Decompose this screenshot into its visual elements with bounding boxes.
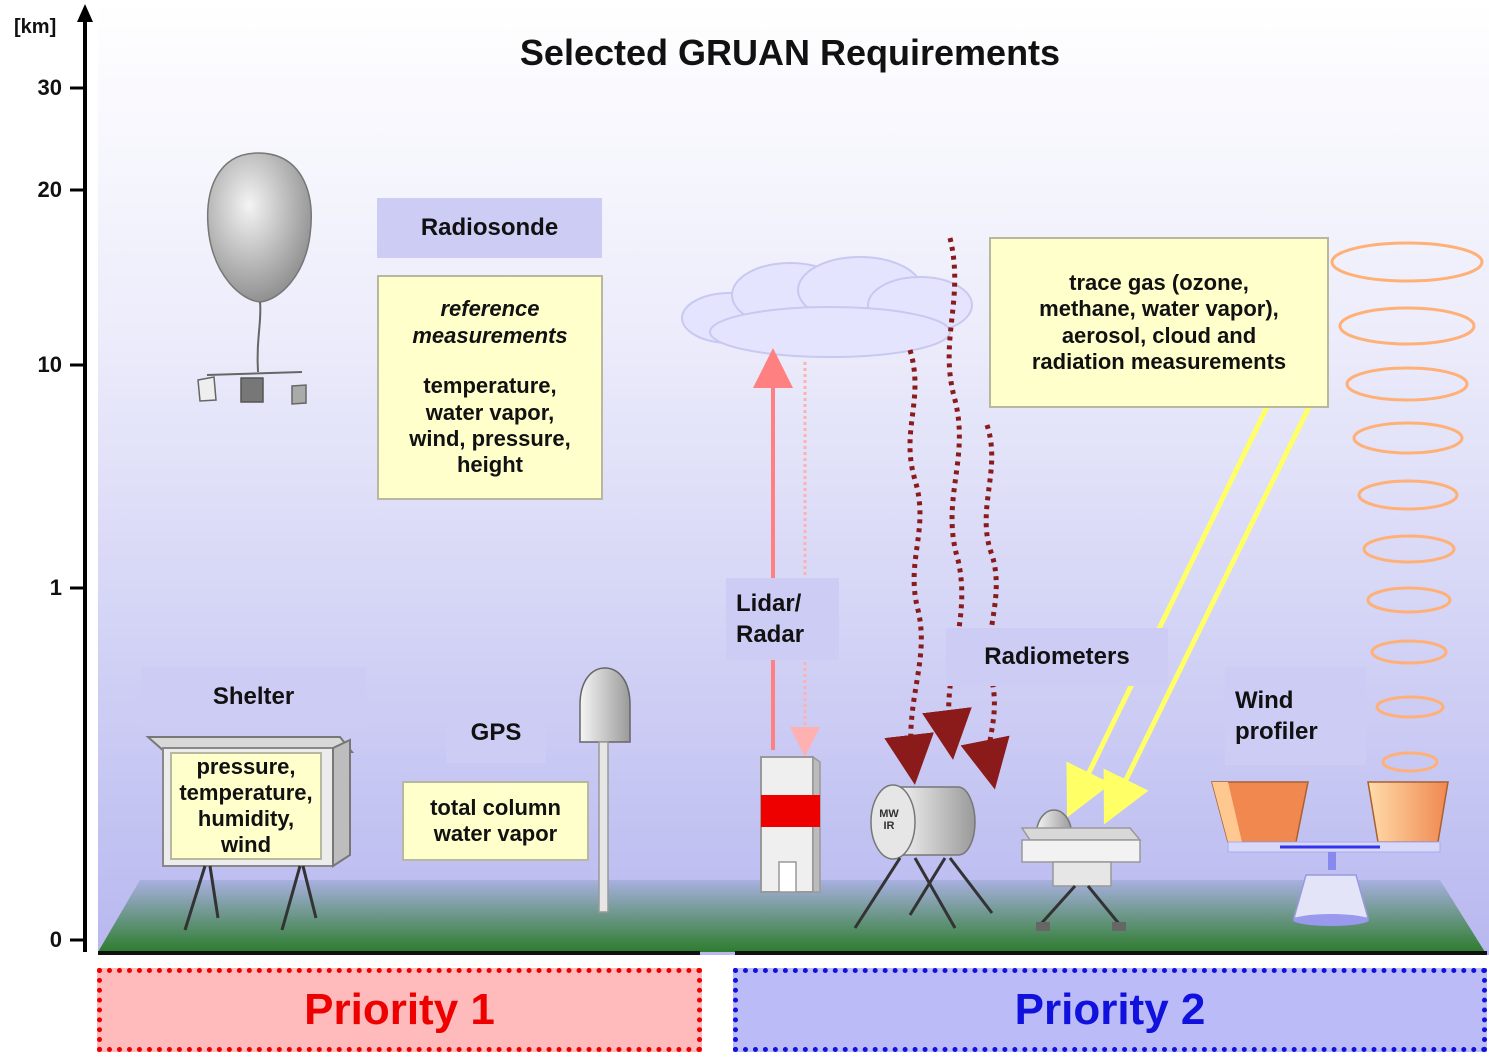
radiosonde-emphasis: reference measurements — [412, 296, 568, 348]
radiation-arrow-3 — [960, 424, 1010, 790]
axis-unit-label: [km] — [14, 16, 57, 38]
wind-profiler-rings — [1330, 241, 1484, 773]
mw-ir-label: MW IR — [879, 808, 899, 833]
tick-label-30: 30 — [37, 75, 62, 100]
tick-label-0: 0 — [49, 927, 62, 952]
radiosonde-balloon — [197, 152, 312, 405]
priority-1-banner: Priority 1 — [97, 968, 702, 1052]
radiometer-instrument — [853, 784, 994, 929]
shelter-label: Shelter — [141, 667, 366, 727]
shelter-details-box: pressure, temperature, humidity, wind — [170, 752, 322, 860]
radiation-arrow-2 — [922, 237, 972, 760]
y-axis-arrow — [77, 4, 93, 22]
solar-ray-2 — [1103, 403, 1313, 825]
wind-profiler-antenna — [1211, 781, 1449, 926]
priority-2-banner: Priority 2 — [733, 968, 1487, 1052]
radiosonde-details-box: reference measurements temperature, wate… — [377, 275, 603, 500]
gps-label: GPS — [446, 703, 546, 763]
tick-label-20: 20 — [37, 177, 62, 202]
gps-details-box: total column water vapor — [402, 781, 589, 861]
tick-label-1: 1 — [49, 575, 62, 600]
radiation-arrow-1 — [884, 349, 934, 785]
radiosonde-label: Radiosonde — [377, 198, 602, 258]
cloud — [681, 256, 973, 358]
lidar-instrument — [760, 755, 821, 893]
radiosonde-details: temperature, water vapor, wind, pressure… — [409, 373, 571, 478]
sun-photometer — [1020, 809, 1142, 931]
tick-label-10: 10 — [37, 352, 62, 377]
radiometers-label: Radiometers — [946, 628, 1168, 686]
lidar-radar-label: Lidar/ Radar — [726, 578, 839, 660]
ground-plane — [98, 880, 1485, 952]
solar-ray-1 — [1066, 403, 1271, 818]
gps-antenna — [579, 667, 631, 913]
wind-profiler-label: Wind profiler — [1225, 667, 1366, 765]
diagram-title: Selected GRUAN Requirements — [519, 32, 1061, 73]
trace-gas-box: trace gas (ozone, methane, water vapor),… — [989, 237, 1329, 408]
